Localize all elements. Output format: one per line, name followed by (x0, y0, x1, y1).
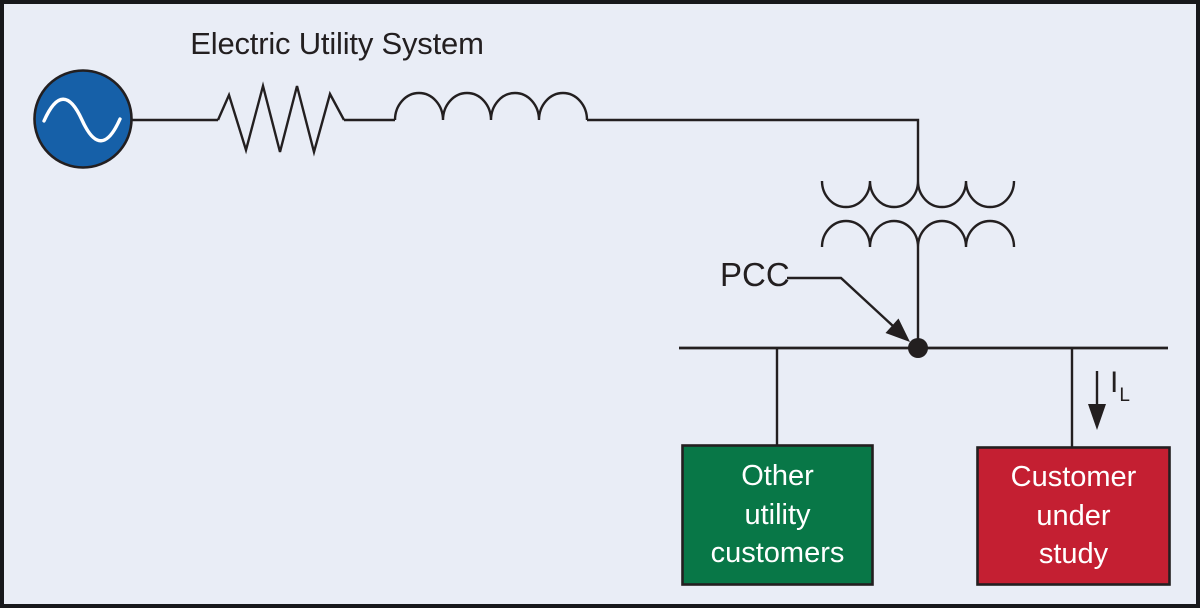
load-current-symbol: I (1110, 366, 1119, 399)
pcc-arrowhead-icon (885, 318, 910, 342)
pcc-node (908, 338, 928, 358)
resistor-icon (216, 81, 346, 157)
transformer-secondary-icon (820, 219, 1016, 248)
customer-under-study-box (976, 446, 1171, 586)
diagram-title: Electric Utility System (190, 26, 484, 61)
pcc-label: PCC (720, 256, 790, 293)
load-current-arrowhead-icon (1088, 404, 1106, 430)
transformer-primary-icon (820, 180, 1016, 209)
load-current-subscript: L (1119, 385, 1130, 406)
other-customers-box (681, 444, 874, 586)
inductor-icon (393, 91, 589, 121)
ac-source-icon (33, 69, 133, 169)
wire-inductor-to-transformer (587, 118, 920, 181)
sine-wave-icon (42, 97, 122, 143)
customer-under-study-label: Customer under study (1010, 460, 1137, 571)
other-customers-label: Other utility customers (710, 459, 845, 570)
pcc-leader-line (787, 276, 894, 327)
load-current-label: IL (1110, 366, 1130, 406)
